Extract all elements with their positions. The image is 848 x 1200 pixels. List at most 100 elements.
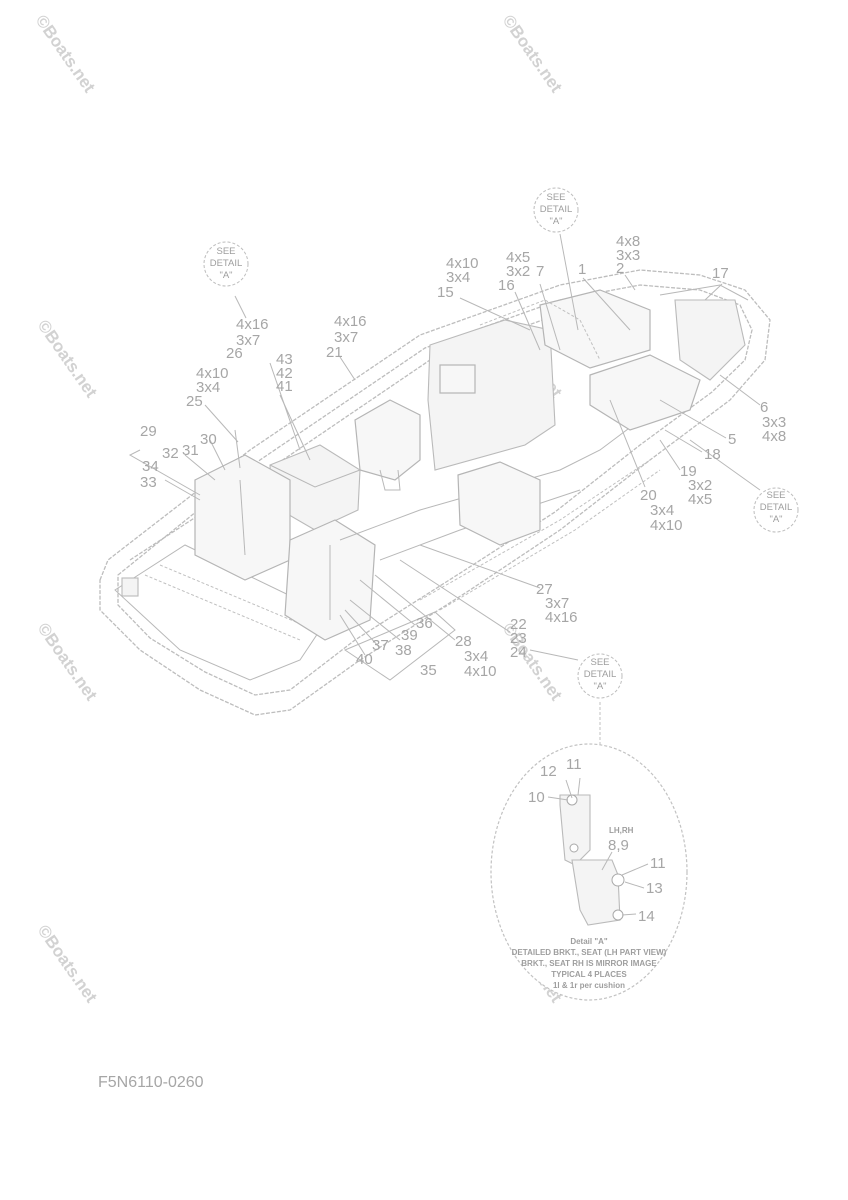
callout-label[interactable]: 4x16 (334, 313, 367, 330)
callout-label[interactable]: 1 (578, 261, 586, 278)
callout-label[interactable]: 30 (200, 431, 217, 448)
cockpit-floor (339, 419, 641, 541)
bow-seat-right (589, 354, 701, 431)
callout-label[interactable]: 2 (616, 260, 624, 277)
callout-label[interactable]: 40 (356, 651, 373, 668)
watermark: ©Boats.net (34, 316, 101, 401)
callout-label[interactable]: 22 (510, 616, 527, 633)
callout-label[interactable]: 3x3 (616, 247, 640, 264)
callout-label[interactable]: 3x3 (762, 414, 786, 431)
callout-label[interactable]: 31 (182, 442, 199, 459)
callout-label[interactable]: 7 (536, 263, 544, 280)
callout-label[interactable]: 43 (276, 351, 293, 368)
callout-label[interactable]: 4x16 (236, 316, 269, 333)
callout-label[interactable]: 38 (395, 642, 412, 659)
callout-label[interactable]: 4x10 (196, 365, 229, 382)
callout-label[interactable]: 11 (650, 855, 666, 872)
hull-outline (99, 269, 771, 716)
hull-strake (439, 469, 661, 611)
callout-label[interactable]: 4x10 (464, 663, 497, 680)
hull-inner-line (117, 284, 753, 696)
callout-label[interactable]: 15 (437, 284, 454, 301)
callout-label[interactable]: 4x16 (545, 609, 578, 626)
callout-label[interactable]: 37 (372, 637, 389, 654)
callout-label[interactable]: 3x4 (446, 269, 470, 286)
callout-label[interactable]: 13 (646, 880, 663, 897)
callout-label[interactable]: 4x8 (616, 233, 640, 250)
callout-label[interactable]: 6 (760, 399, 768, 416)
bolt (611, 873, 625, 887)
callout-label[interactable]: 11 (566, 756, 582, 773)
see-text: SEE (216, 246, 235, 257)
callout-label[interactable]: 21 (326, 344, 343, 361)
stern-deck (114, 544, 331, 681)
callout-label[interactable]: 33 (140, 474, 157, 491)
callout-label[interactable]: 3x7 (236, 332, 260, 349)
callout-label[interactable]: 18 (704, 446, 721, 463)
callout-label[interactable]: 3x4 (196, 379, 220, 396)
detail-note: BRKT., SEAT RH IS MIRROR IMAGE (521, 959, 657, 968)
callout-label[interactable]: 23 (510, 630, 527, 647)
cooler-lid (269, 464, 361, 488)
callout-label[interactable]: 3x4 (650, 502, 674, 519)
watermark: ©Boats.net (34, 921, 101, 1006)
bow-seat-left (539, 289, 651, 369)
bolt (612, 909, 624, 921)
callout-label[interactable]: 35 (420, 662, 437, 679)
see-text: SEE (546, 192, 565, 203)
see-detail-bubble[interactable]: SEE DETAIL "A" (533, 187, 579, 233)
callout-label[interactable]: 4x10 (650, 517, 683, 534)
callout-label[interactable]: 4x5 (688, 491, 712, 508)
callout-label[interactable]: 19 (680, 463, 697, 480)
callout-label[interactable]: 17 (712, 265, 729, 282)
see-detail-bubble[interactable]: SEE DETAIL "A" (577, 653, 623, 699)
seat-bracket-upper (559, 794, 591, 866)
helm-console (427, 319, 556, 471)
see-detail-bubble[interactable]: SEE DETAIL "A" (203, 241, 249, 287)
callout-label[interactable]: 34 (142, 458, 159, 475)
see-text: SEE (766, 490, 785, 501)
detail-note: DETAILED BRKT., SEAT (LH PART VIEW) (512, 948, 667, 957)
callout-label[interactable]: 41 (276, 378, 293, 395)
callout-label[interactable]: 3x4 (464, 648, 488, 665)
callout-label[interactable]: 39 (401, 627, 418, 644)
callout-label[interactable]: 3x7 (334, 329, 358, 346)
detail-letter: "A" (549, 216, 562, 227)
callout-label[interactable]: 16 (498, 277, 515, 294)
callout-label[interactable]: 14 (638, 908, 655, 925)
callout-label[interactable]: 32 (162, 445, 179, 462)
callout-label[interactable]: 4x8 (762, 428, 786, 445)
callout-label[interactable]: 8,9 (608, 837, 629, 854)
windshield (479, 299, 601, 361)
part-number: F5N6110-0260 (98, 1074, 204, 1091)
detail-note: TYPICAL 4 PLACES (551, 970, 627, 979)
see-detail-bubble[interactable]: SEE DETAIL "A" (753, 487, 799, 533)
leader-lines (128, 233, 761, 745)
callout-label[interactable]: 42 (276, 365, 293, 382)
callout-label[interactable]: 36 (416, 615, 433, 632)
detail-text: DETAIL (210, 258, 243, 269)
callout-label[interactable]: 12 (540, 763, 557, 780)
detail-letter: "A" (219, 270, 232, 281)
callout-label[interactable]: 24 (510, 644, 527, 661)
seat-pedestal (379, 469, 401, 491)
callout-label[interactable]: 3x7 (545, 595, 569, 612)
callout-label[interactable]: 3x2 (506, 263, 530, 280)
stern-rail (159, 564, 316, 631)
callout-label[interactable]: 26 (226, 345, 243, 362)
callout-label[interactable]: 28 (455, 633, 472, 650)
callout-label[interactable]: 5 (728, 431, 736, 448)
see-text: SEE (590, 657, 609, 668)
callout-label[interactable]: 3x2 (688, 477, 712, 494)
callout-label[interactable]: 4x5 (506, 249, 530, 266)
callout-label[interactable]: 27 (536, 581, 553, 598)
callout-label[interactable]: 20 (640, 487, 657, 504)
callout-label[interactable]: 29 (140, 423, 157, 440)
seat-cushion-line (239, 479, 246, 556)
callout-label[interactable]: 10 (528, 789, 545, 806)
passenger-seat (457, 461, 541, 546)
callout-label[interactable]: 4x10 (446, 255, 479, 272)
callout-label[interactable]: 25 (186, 393, 203, 410)
